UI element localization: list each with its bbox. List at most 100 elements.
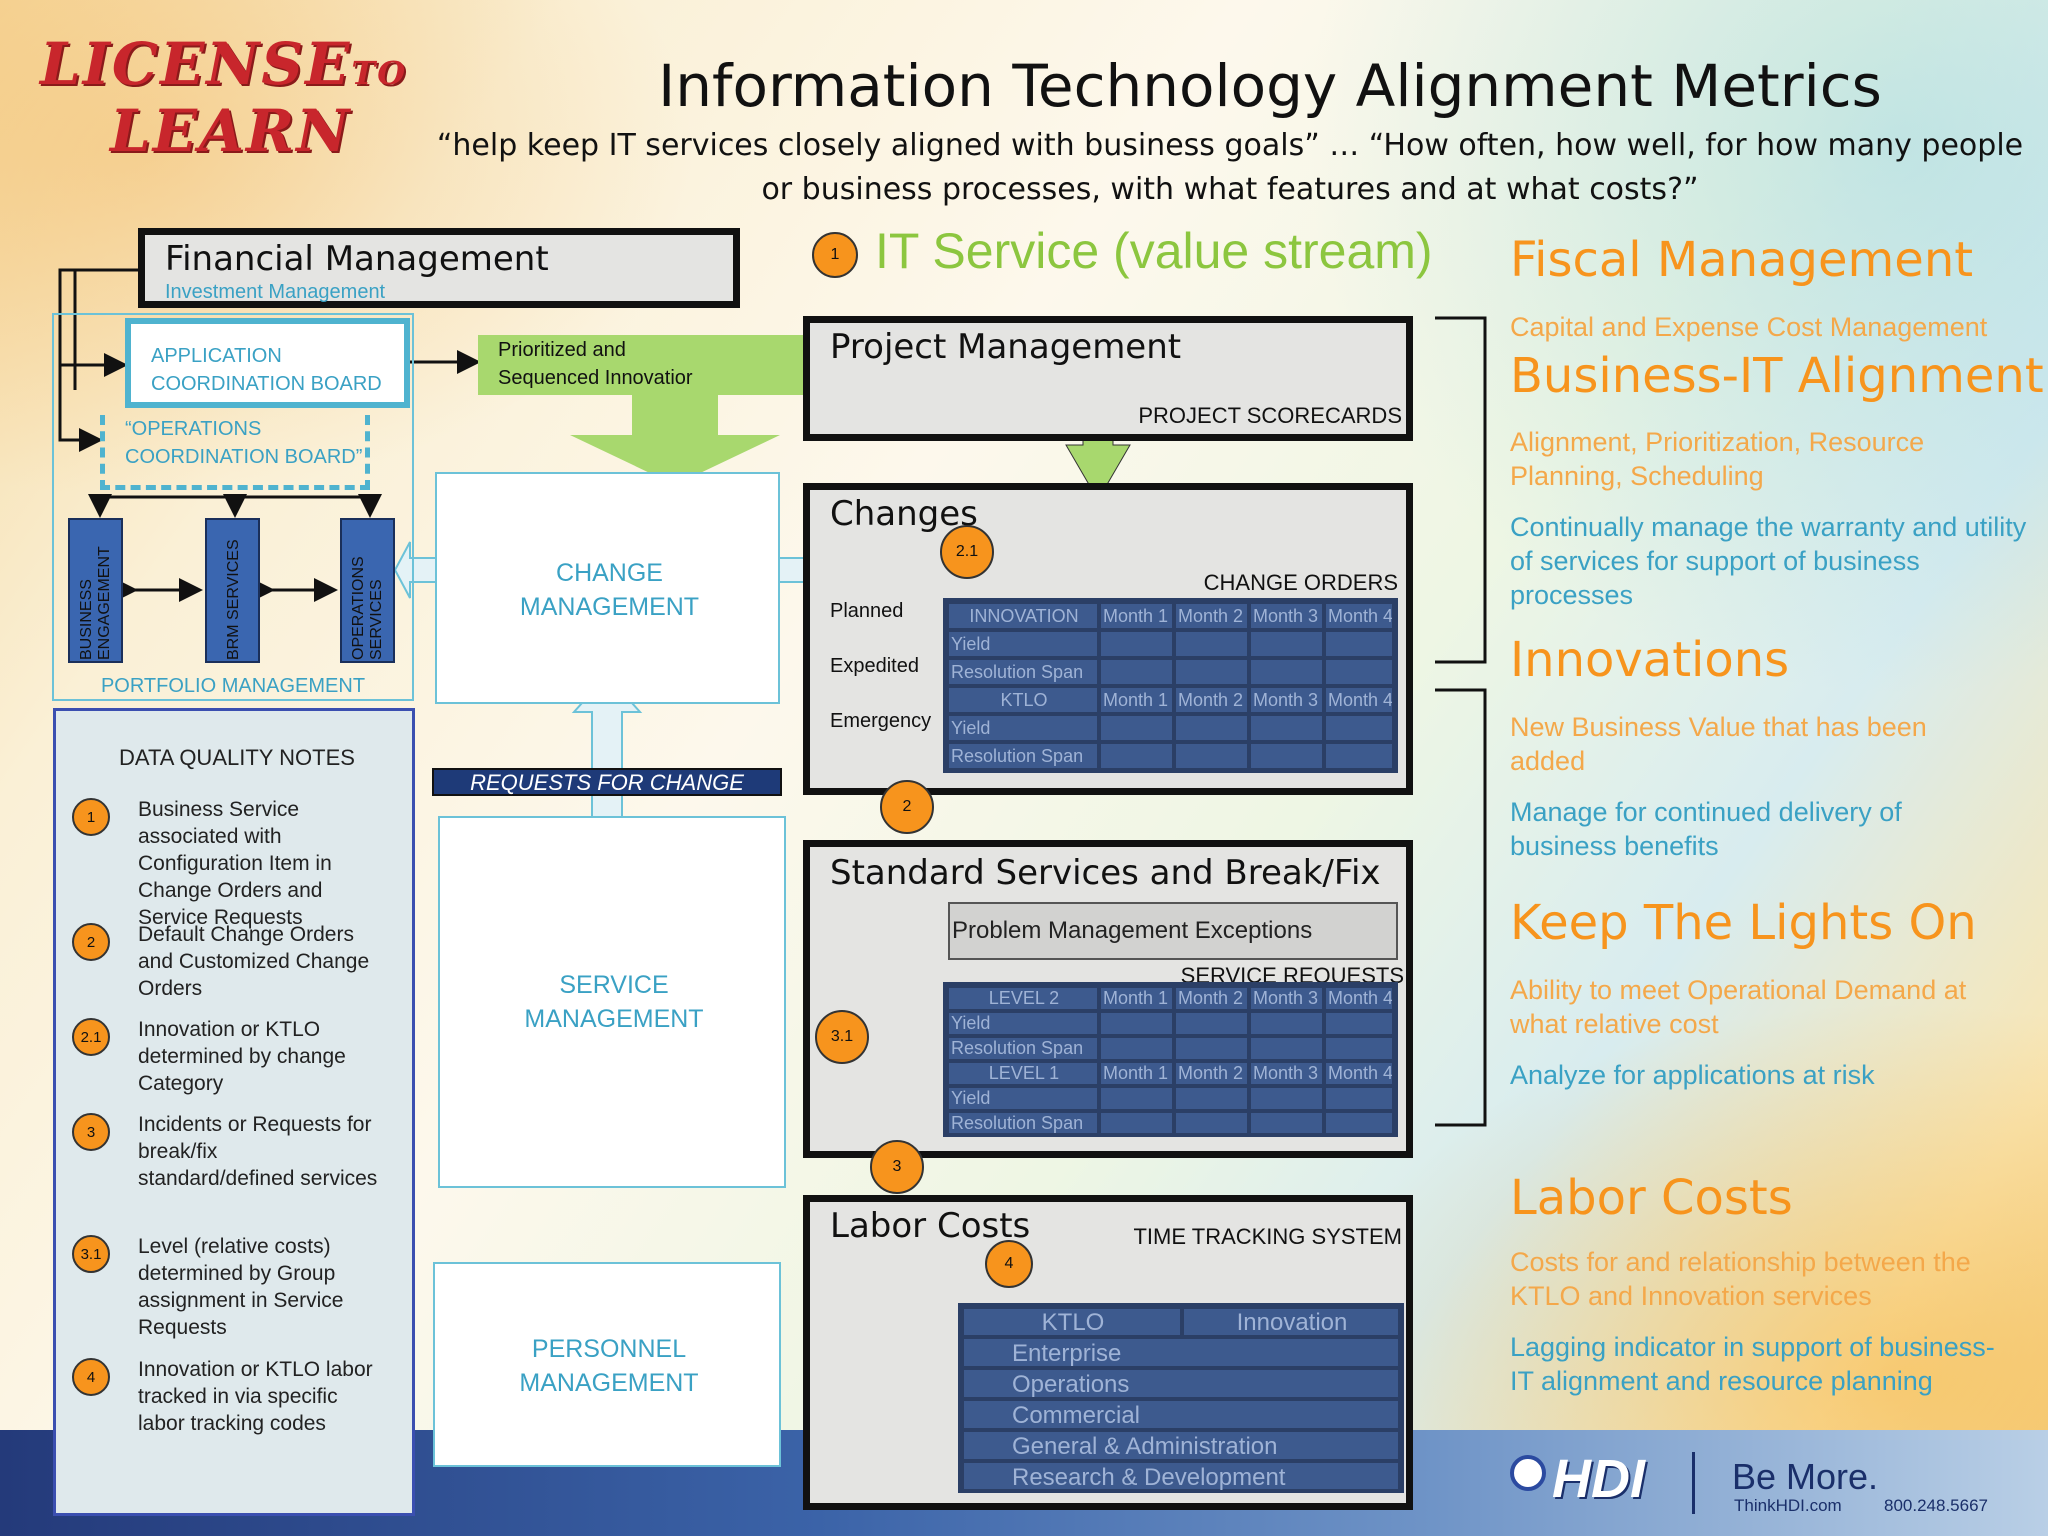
note-text: Level (relative costs) determined by Gro… xyxy=(138,1235,344,1339)
grid-cell: INNOVATION xyxy=(947,602,1099,630)
grid-cell xyxy=(1324,1111,1394,1136)
hdi-logo: HDI xyxy=(1552,1449,1645,1509)
grid-cell xyxy=(1249,1111,1324,1136)
grid-cell xyxy=(1099,742,1174,770)
data-quality-notes-title: DATA QUALITY NOTES xyxy=(119,745,355,770)
grid-cell xyxy=(1324,630,1394,658)
innovations-heading: Innovations xyxy=(1510,632,1790,688)
note-badge: 2 xyxy=(72,923,110,961)
fiscal-management-heading: Fiscal Management xyxy=(1510,232,1974,288)
page-subtitle: “help keep IT services closely aligned w… xyxy=(436,128,2024,207)
grid-cell: Yield xyxy=(947,1011,1099,1036)
grid-cell: Month 2 xyxy=(1174,986,1249,1011)
grid-cell: Month 3 xyxy=(1249,602,1324,630)
license-to-learn-logo: LICENSETO LEARN xyxy=(40,30,408,165)
change-orders-label: CHANGE ORDERS xyxy=(1203,570,1398,595)
grid-cell: Resolution Span xyxy=(947,742,1099,770)
badge-2: 2 xyxy=(880,780,934,834)
grid-cell xyxy=(1324,658,1394,686)
grid-cell xyxy=(1249,1086,1324,1111)
badge-4: 4 xyxy=(985,1240,1033,1288)
grid-cell xyxy=(1249,1036,1324,1061)
financial-management-title: Financial Management xyxy=(165,239,549,279)
grid-cell: Resolution Span xyxy=(947,658,1099,686)
labor-costs-description: Costs for and relationship between the K… xyxy=(1510,1247,1971,1311)
labor-row: Research & Development xyxy=(962,1461,1400,1492)
grid-cell: Month 1 xyxy=(1099,986,1174,1011)
labor-costs-note: Lagging indicator in support of business… xyxy=(1510,1332,1995,1396)
grid-cell: KTLO xyxy=(947,686,1099,714)
grid-cell: Month 3 xyxy=(1249,686,1324,714)
badge-2-1: 2.1 xyxy=(940,525,994,579)
labor-costs-heading: Labor Costs xyxy=(1510,1170,1793,1226)
expedited-label: Expedited xyxy=(830,655,919,677)
hdi-globe-icon xyxy=(1510,1455,1546,1491)
badge-3: 3 xyxy=(870,1140,924,1194)
investment-management-label: Investment Management xyxy=(165,281,386,303)
grid-cell xyxy=(1249,714,1324,742)
grid-cell: Month 4 xyxy=(1324,602,1394,630)
grid-cell xyxy=(1099,1111,1174,1136)
grid-cell: LEVEL 1 xyxy=(947,1061,1099,1086)
background-glow xyxy=(1300,0,2048,700)
emergency-label: Emergency xyxy=(830,710,932,732)
grid-cell xyxy=(1249,1011,1324,1036)
standard-services-title: Standard Services and Break/Fix xyxy=(830,853,1381,893)
note-badge: 3 xyxy=(72,1113,110,1151)
grid-cell xyxy=(1174,714,1249,742)
keep-the-lights-on-description: Ability to meet Operational Demand at wh… xyxy=(1510,975,1967,1039)
business-engagement-column: BUSINESS ENGAGEMENT xyxy=(68,518,123,663)
grid-cell xyxy=(1249,742,1324,770)
it-service-value-stream-title: IT Service (value stream) xyxy=(875,223,1433,279)
grid-cell: Month 4 xyxy=(1324,1061,1394,1086)
fiscal-management-description: Capital and Expense Cost Management xyxy=(1510,312,1988,342)
innovations-description: New Business Value that has been added xyxy=(1510,712,1927,776)
grid-cell xyxy=(1249,630,1324,658)
time-tracking-system-label: TIME TRACKING SYSTEM xyxy=(1133,1224,1402,1249)
project-scorecards-label: PROJECT SCORECARDS xyxy=(1138,403,1402,428)
grid-cell: Month 1 xyxy=(1099,602,1174,630)
labor-row: Commercial xyxy=(962,1399,1400,1430)
business-it-alignment-description: Alignment, Prioritization, Resource Plan… xyxy=(1510,427,1925,491)
grid-cell xyxy=(1099,1086,1174,1111)
page-title: Information Technology Alignment Metrics xyxy=(658,52,1882,120)
grid-cell xyxy=(1099,630,1174,658)
note-badge: 4 xyxy=(72,1358,110,1396)
keep-the-lights-on-heading: Keep The Lights On xyxy=(1510,895,1977,951)
business-it-alignment-heading: Business-IT Alignment xyxy=(1510,348,2044,404)
grid-cell: Month 1 xyxy=(1099,1061,1174,1086)
grid-cell: Month 1 xyxy=(1099,686,1174,714)
labor-header-cell: Innovation xyxy=(1182,1307,1400,1337)
requests-for-change-label: REQUESTS FOR CHANGE xyxy=(432,768,782,796)
grid-cell: Resolution Span xyxy=(947,1036,1099,1061)
note-text: Business Service associated with Configu… xyxy=(138,798,332,929)
note-text: Innovation or KTLO determined by change … xyxy=(138,1018,346,1095)
grid-cell: Yield xyxy=(947,630,1099,658)
grid-cell: Yield xyxy=(947,714,1099,742)
grid-cell: Month 3 xyxy=(1249,1061,1324,1086)
be-more-tagline: Be More. xyxy=(1732,1456,1879,1497)
note-text: Default Change Orders and Customized Cha… xyxy=(138,923,370,1000)
grid-cell xyxy=(1174,1011,1249,1036)
labor-row: Operations xyxy=(962,1368,1400,1399)
portfolio-management-area xyxy=(52,313,414,701)
project-management-box: Project Management PROJECT SCORECARDS xyxy=(803,316,1413,441)
grid-cell xyxy=(1174,630,1249,658)
grid-cell: Month 2 xyxy=(1174,602,1249,630)
grid-cell: Month 2 xyxy=(1174,686,1249,714)
note-text: Incidents or Requests for break/fix stan… xyxy=(138,1113,378,1190)
grid-cell xyxy=(1099,658,1174,686)
badge-1: 1 xyxy=(812,232,858,278)
grid-cell xyxy=(1324,714,1394,742)
grid-cell xyxy=(1174,658,1249,686)
